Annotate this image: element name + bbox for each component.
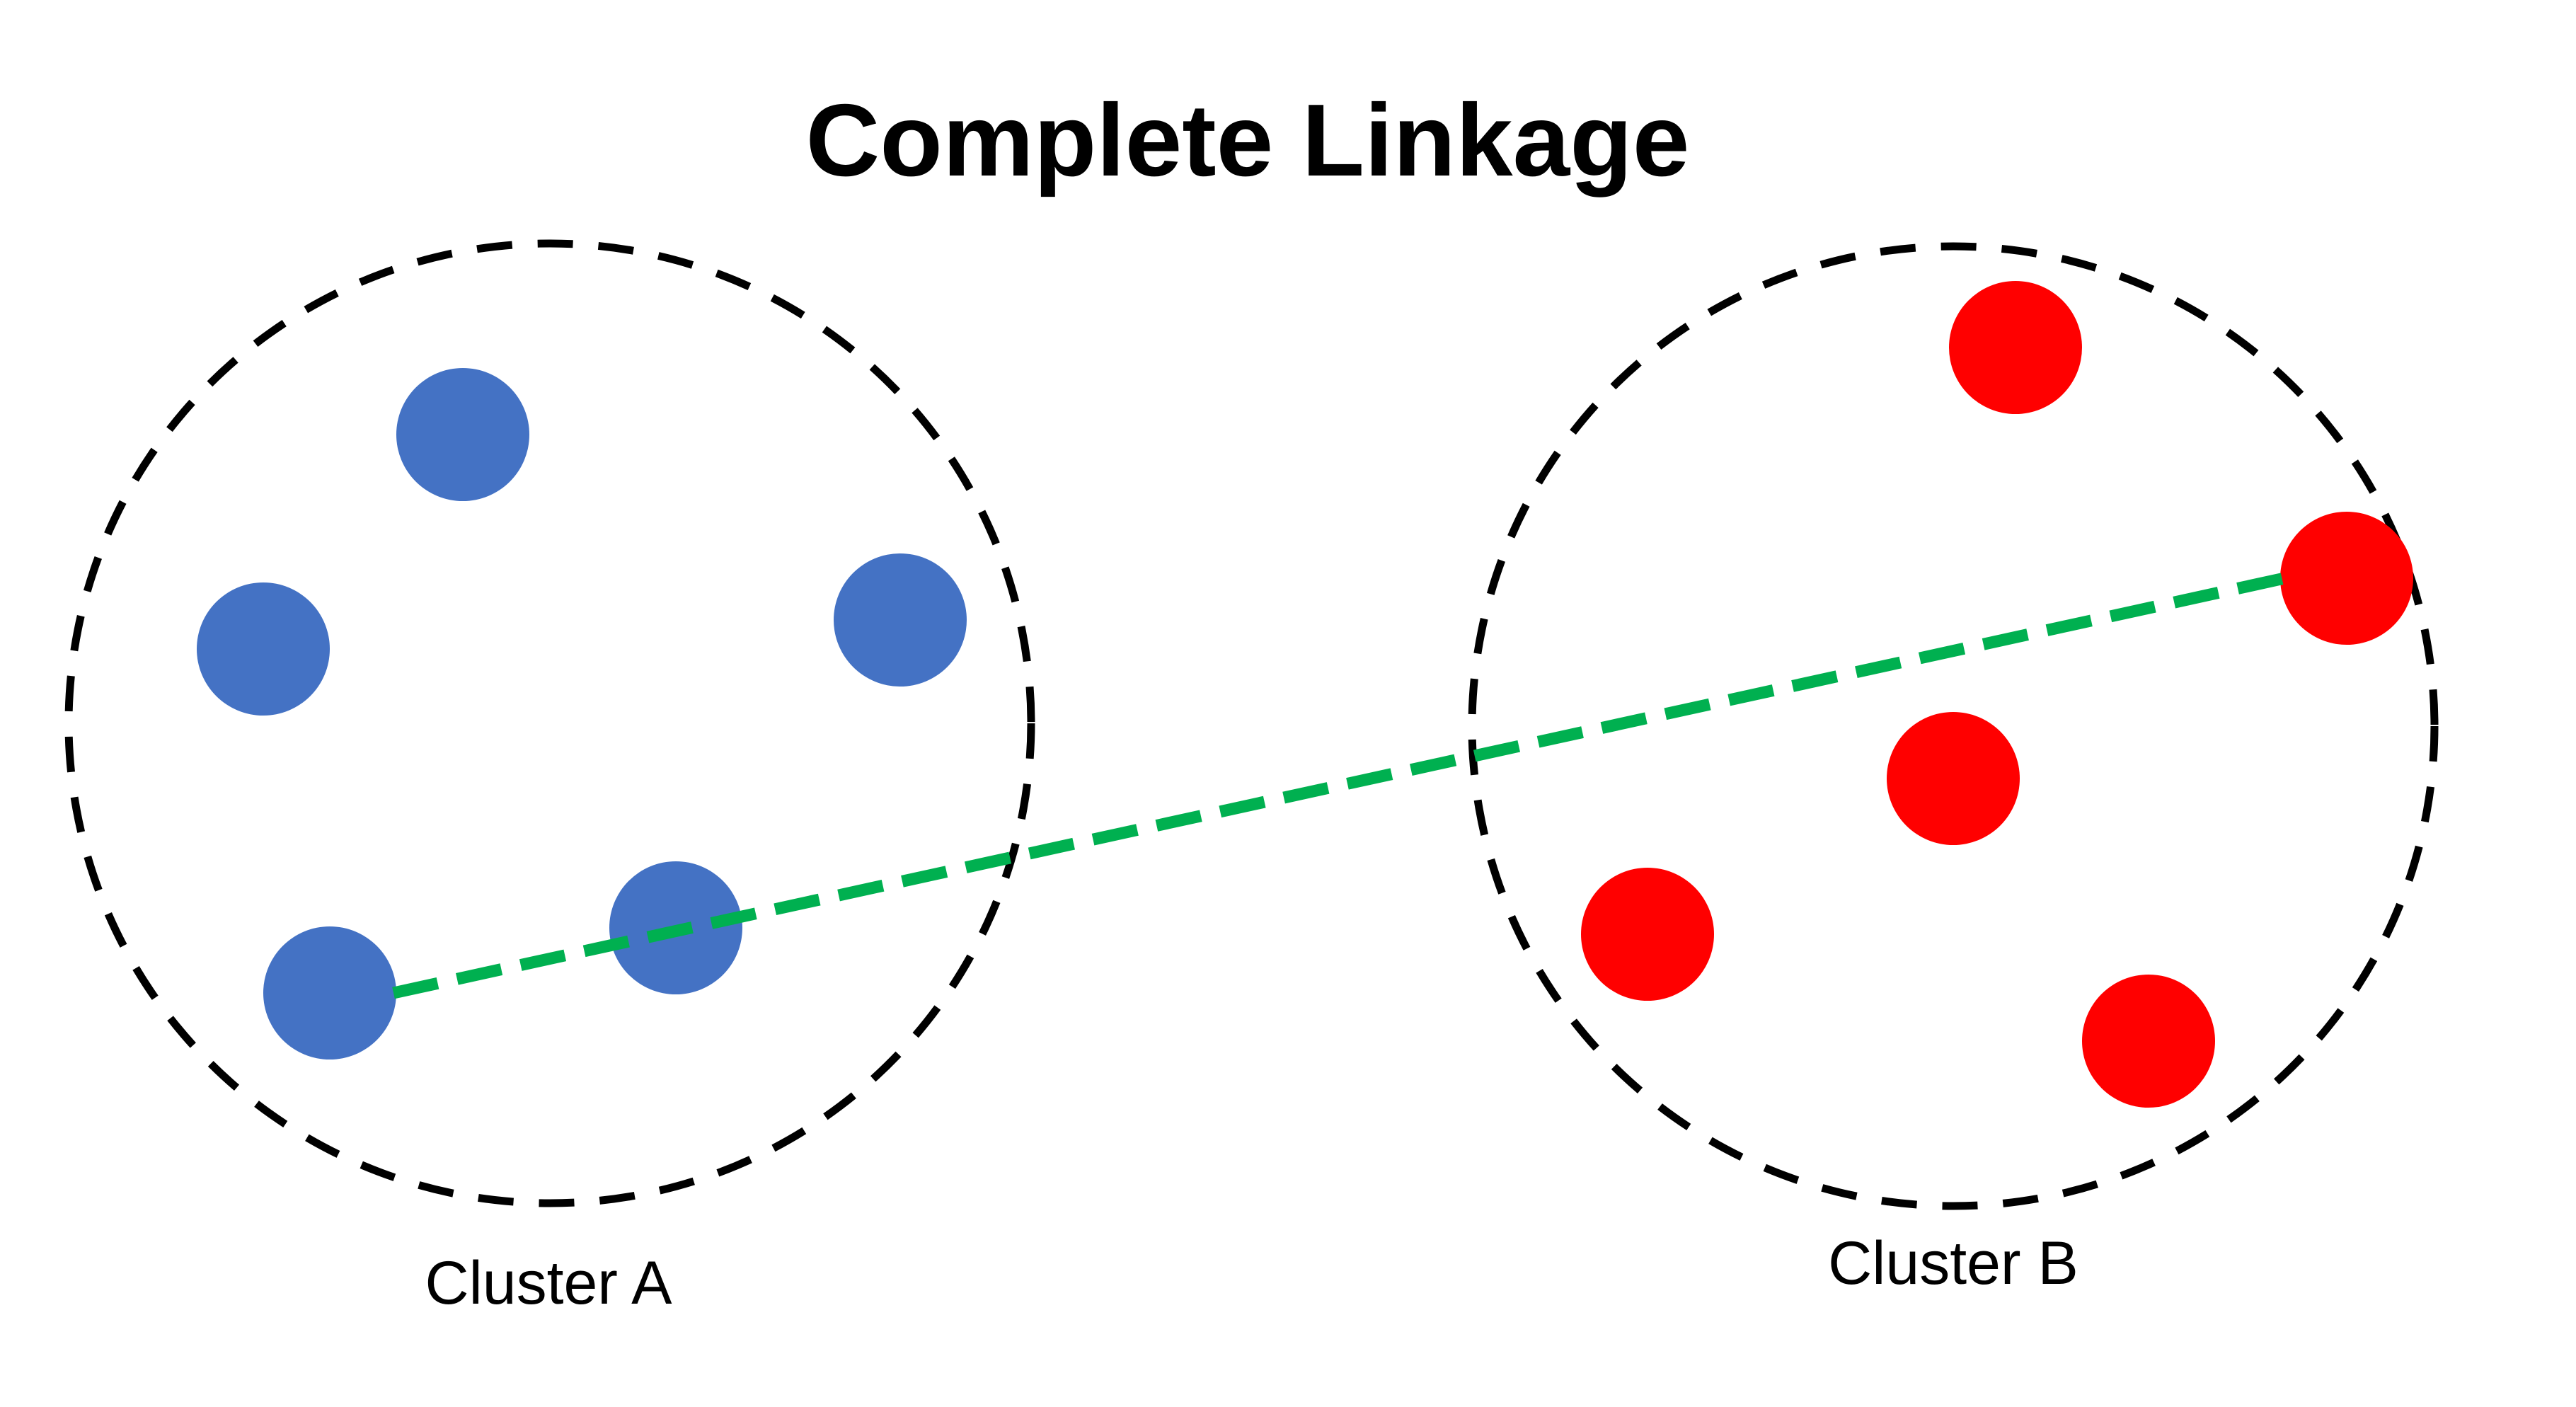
cluster-b-label: Cluster B [1828,1229,2078,1297]
cluster-b-point [1949,281,2082,414]
cluster-a-point [834,553,967,687]
cluster-a-point [197,582,330,716]
cluster-b-boundary [1468,242,2439,1210]
cluster-b: Cluster B [1468,242,2439,1297]
cluster-b-point [1887,712,2020,845]
cluster-a: Cluster A [64,239,1035,1317]
cluster-b-point [2082,975,2215,1108]
cluster-a-label: Cluster A [425,1249,673,1317]
cluster-a-point [263,926,396,1059]
cluster-a-boundary [64,239,1035,1207]
cluster-b-point [1581,868,1714,1001]
diagram-title: Complete Linkage [806,83,1690,197]
cluster-b-point [2280,512,2413,645]
cluster-a-point [396,368,529,501]
